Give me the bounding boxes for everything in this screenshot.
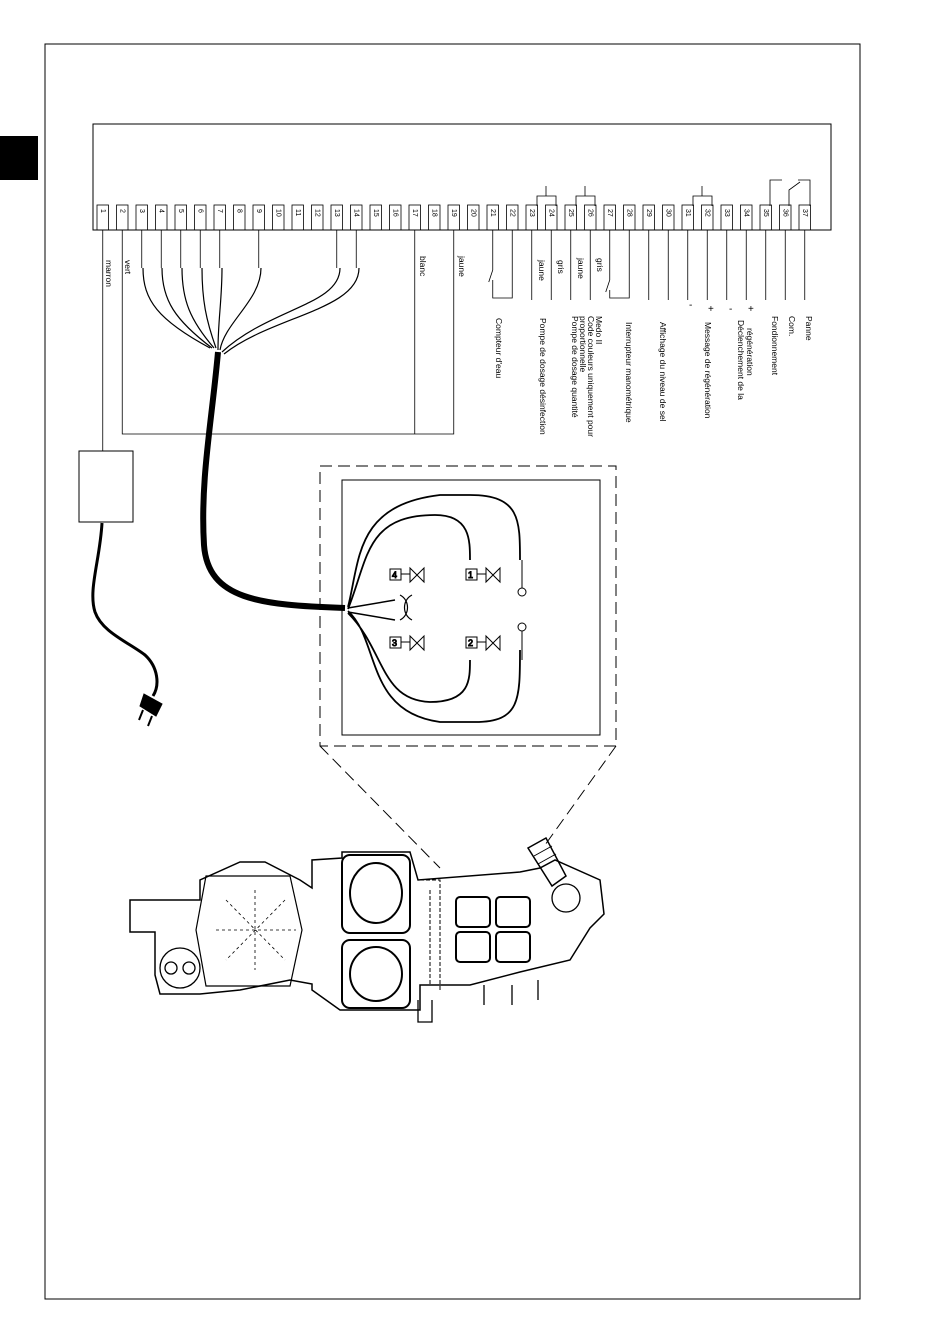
label-pompe-quantite-1: Pompe de dosage quantité [570,316,580,418]
valve-number-2: 2 [468,638,473,648]
terminal-number: 32 [703,209,710,217]
terminal-cell [369,204,382,231]
terminal-number: 33 [723,209,730,217]
terminal-number: 1 [99,209,106,213]
wire-color-labels: marron vert blanc jaune jaune gris jaune… [104,255,605,287]
page-tab-marker [0,136,38,180]
terminal-number: 17 [411,209,418,217]
terminal-number: 26 [586,209,593,217]
terminal-number: 35 [762,209,769,217]
terminal-number: 12 [313,209,320,217]
label-com: Com. [787,316,797,336]
terminal-cell [311,204,324,231]
terminal-number: 7 [216,209,223,213]
label-declenchement-1: Déclenchement de la [736,320,746,400]
valve-number-1: 1 [468,570,473,580]
valve-icon [389,566,501,652]
terminal-number: 28 [625,209,632,217]
terminal-number: 20 [469,209,476,217]
terminal-number: 29 [645,209,652,217]
terminal-number: 19 [450,209,457,217]
terminal-number: 14 [352,209,359,217]
power-cord [91,522,159,697]
function-labels: Compteur d'eau Pompe de dosage désinfect… [494,316,814,437]
sign-33: - [729,304,732,315]
terminal-number: 24 [547,209,554,217]
label-fondionnement: Fondionnement [770,316,780,376]
wire-2-19 [121,230,455,435]
terminal-number: 5 [177,209,184,213]
terminal-cell [428,204,441,231]
sign-31: - [689,300,692,311]
label-message-regen: Message de régénération [703,322,713,419]
terminal-number: 36 [781,209,788,217]
terminal-number: 31 [684,209,691,217]
terminal-number: 10 [274,209,281,217]
terminal-number: 15 [372,209,379,217]
terminal-number: 4 [157,209,164,213]
valve-number-4: 4 [392,570,397,580]
terminal-cell [467,204,480,231]
terminal-cell [233,204,246,231]
label-compteur-eau: Compteur d'eau [494,318,504,378]
terminal-number: 23 [528,209,535,217]
terminal-number: 22 [508,209,515,217]
detail-callout: 4 1 3 2 [319,465,617,869]
terminal-cell [389,204,402,231]
softener-device-drawing [129,836,605,1023]
terminal-number: 21 [489,209,496,217]
main-cable [200,351,346,611]
wire-water-meter [488,230,513,299]
wire-label-jaune-19: jaune [457,255,467,277]
terminal-number: 3 [138,209,145,213]
page-frame [44,43,861,1300]
wire-label-marron: marron [104,260,114,287]
wire-label-vert: vert [123,260,133,275]
polarity-signs: - + - + [689,300,754,315]
wire-label-jaune-25: jaune [576,257,586,279]
sign-34: + [748,304,754,315]
power-supply [78,450,163,727]
terminal-number: 37 [801,209,808,217]
plug-icon [138,693,163,727]
label-panne: Panne [804,316,814,341]
transformer-box [78,450,134,523]
terminal-cell [291,204,304,231]
terminal-number: 18 [430,209,437,217]
wire-label-jaune-23: jaune [537,259,547,281]
label-interrupteur: Interrupteur manométrique [624,322,634,423]
cable-harness [142,267,360,611]
terminal-number: 2 [118,209,125,213]
terminal-number: 9 [255,209,262,213]
sign-32: + [708,304,714,315]
terminal-number: 34 [742,209,749,217]
label-pompe-quantite-4: Medo II [594,316,604,344]
terminal-number: 27 [606,209,613,217]
terminal-number: 30 [664,209,671,217]
label-affichage-sel: Affichage du niveau de sel [658,322,668,422]
terminal-number: 6 [196,209,203,213]
terminal-number: 8 [235,209,242,213]
label-declenchement-2: régénération [745,328,755,376]
label-pompe-desinfection: Pompe de dosage désinfection [538,318,548,435]
terminal-number: 11 [294,209,301,216]
terminal-cell [272,204,285,231]
terminal-number: 25 [567,209,574,217]
label-pompe-quantite-3: Code couleurs uniquement pour [586,316,596,437]
terminal-bridges [536,179,811,206]
terminal-number: 16 [391,209,398,217]
wire-label-gris-24: gris [556,260,566,274]
label-pompe-quantite-2: proportionnelle [578,316,588,373]
wire-pressure-switch [605,230,630,299]
valve-number-3: 3 [392,638,397,648]
wire-label-gris-26: gris [595,258,605,272]
terminal-number: 13 [333,209,340,217]
drop-wires [102,230,806,451]
wire-label-blanc: blanc [418,256,428,277]
